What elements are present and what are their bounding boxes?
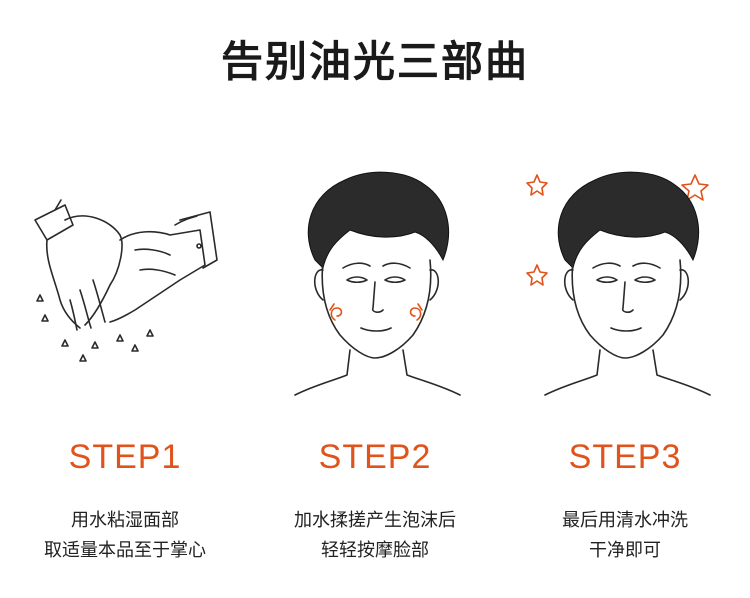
step-2-description: 加水揉搓产生泡沫后 轻轻按摩脸部 (250, 506, 500, 566)
step-3-panel: STEP3 最后用清水冲洗 干净即可 (500, 150, 750, 590)
step-1-panel: STEP1 用水粘湿面部 取适量本品至于掌心 (0, 150, 250, 590)
wet-hands-illustration (34, 199, 218, 362)
step-1-line-2: 取适量本品至于掌心 (44, 540, 206, 561)
step-2-line-2: 轻轻按摩脸部 (321, 540, 429, 561)
step-2-line-1: 加水揉搓产生泡沫后 (294, 510, 456, 531)
step-3-label: STEP3 (568, 438, 682, 476)
step-3-line-2: 干净即可 (589, 540, 661, 561)
page-title: 告别油光三部曲 (220, 37, 529, 86)
face-clean-illustration (526, 171, 711, 396)
step-1-label: STEP1 (68, 438, 182, 476)
step-1-line-1: 用水粘湿面部 (71, 510, 179, 531)
face-massage-illustration (294, 171, 461, 396)
step-2-panel: STEP2 加水揉搓产生泡沫后 轻轻按摩脸部 (250, 150, 500, 590)
step-3-description: 最后用清水冲洗 干净即可 (500, 506, 750, 566)
step-1-description: 用水粘湿面部 取适量本品至于掌心 (0, 506, 250, 566)
step-2-label: STEP2 (318, 438, 432, 476)
step-3-line-1: 最后用清水冲洗 (562, 510, 688, 531)
